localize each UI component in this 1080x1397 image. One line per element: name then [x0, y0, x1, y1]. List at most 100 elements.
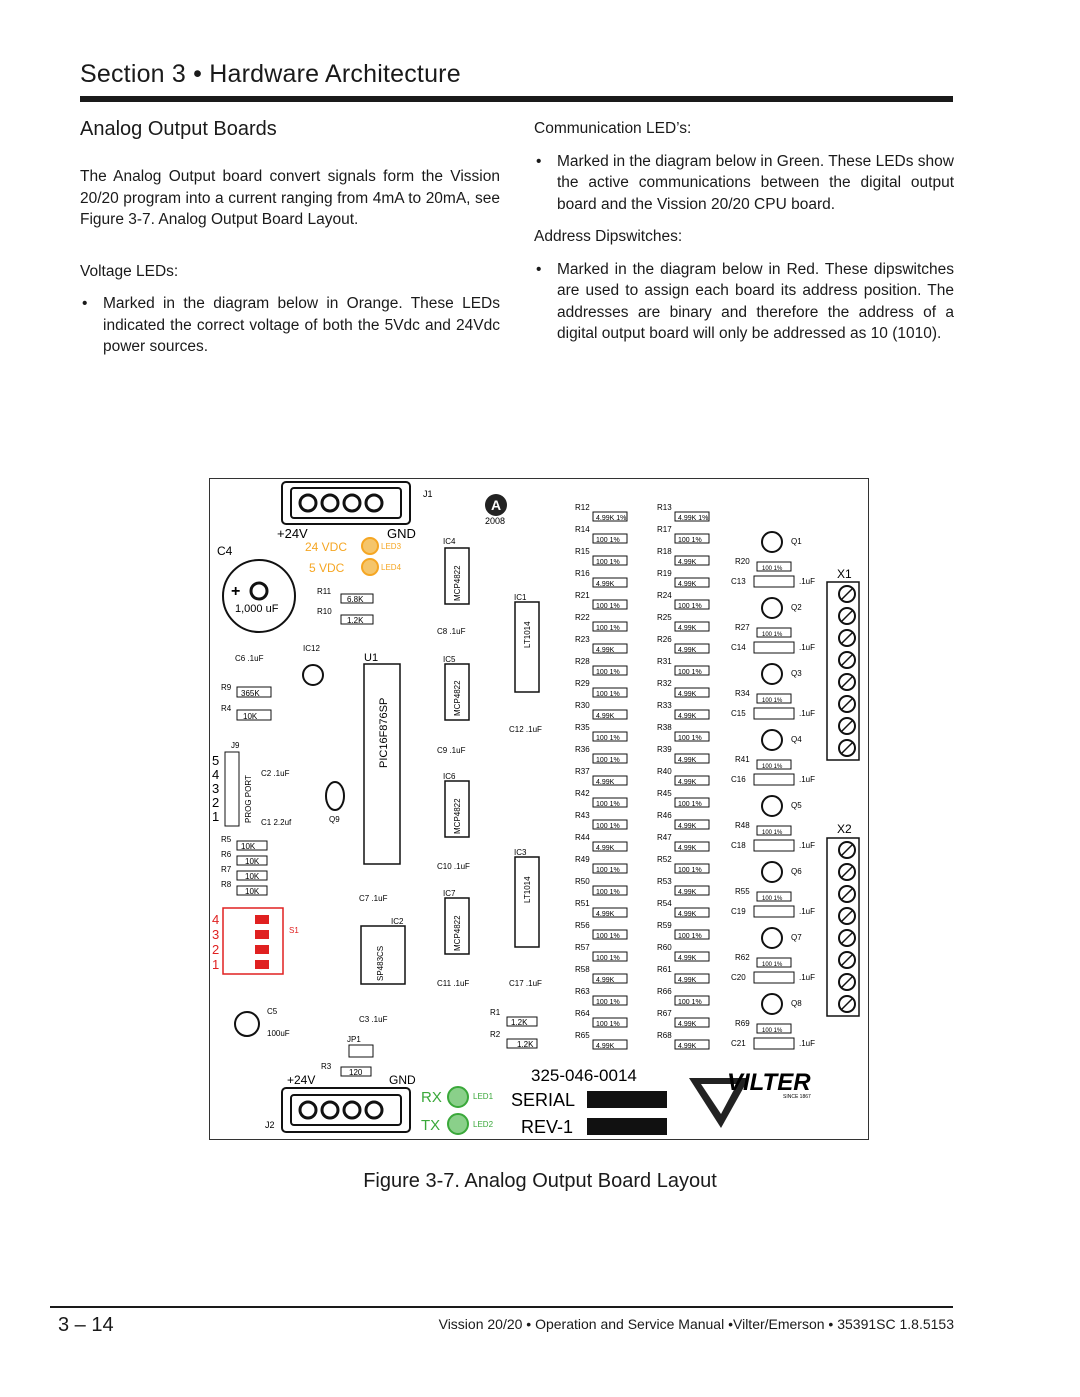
s1-label: S1: [289, 926, 299, 935]
col2-resistor-r25: [674, 621, 710, 632]
voltage-leds-bullet: Marked in the diagram below in Orange. T…: [80, 293, 500, 358]
col1-label-r42: R42: [575, 789, 590, 798]
col1-label-r14: R14: [575, 525, 590, 534]
col2-value-r59: 100 1%: [678, 933, 702, 940]
c4-plus: +: [231, 583, 240, 600]
col1-resistor-r58: [592, 973, 628, 984]
col1-label-r50: R50: [575, 877, 590, 886]
u1-label: U1: [364, 652, 378, 664]
section-header-title: Section 3 • Hardware Architecture: [80, 60, 461, 88]
r2-label: R2: [490, 1030, 501, 1039]
v5-label: 5 VDC: [309, 561, 345, 575]
v24-label: 24 VDC: [305, 540, 347, 554]
col2-value-r18: 4.99K: [678, 559, 697, 566]
year-label: 2008: [485, 516, 505, 526]
c17-label: C17 .1uF: [509, 979, 542, 988]
col1-value-r37: 4.99K: [596, 779, 615, 786]
col2-value-r26: 4.99K: [678, 647, 697, 654]
output-cap-value-c14: .1uF: [799, 643, 815, 652]
section-title: Analog Output Boards: [80, 118, 277, 140]
output-cap-value-c16: .1uF: [799, 775, 815, 784]
transistor-label-q8: Q8: [791, 999, 802, 1008]
part-number: 325-046-0014: [531, 1066, 637, 1085]
r7-label: R7: [221, 865, 232, 874]
col2-label-r61: R61: [657, 965, 672, 974]
col1-label-r58: R58: [575, 965, 590, 974]
col1-label-r16: R16: [575, 569, 590, 578]
pin-4: 4: [212, 767, 219, 782]
col2-value-r52: 100 1%: [678, 867, 702, 874]
col2-value-r31: 100 1%: [678, 669, 702, 676]
col1-value-r65: 4.99K: [596, 1043, 615, 1050]
col1-value-r29: 100 1%: [596, 691, 620, 698]
voltage-leds-label: Voltage LEDs:: [80, 262, 179, 280]
r3-value: 120: [349, 1068, 363, 1077]
col1-value-r12: 4.99K 1%: [596, 515, 626, 522]
ic3-label: IC3: [514, 848, 527, 857]
output-cap-value-c19: .1uF: [799, 907, 815, 916]
dip-switch-2: [255, 945, 269, 954]
col1-value-r57: 100 1%: [596, 955, 620, 962]
col2-resistor-r13: [674, 511, 710, 522]
col2-label-r19: R19: [657, 569, 672, 578]
led4-icon: [361, 558, 379, 576]
output-resistor-r27: [756, 627, 792, 638]
comm-leds-list: Marked in the diagram below in Green. Th…: [534, 151, 954, 216]
r8-resistor: [236, 885, 268, 896]
col1-value-r56: 100 1%: [596, 933, 620, 940]
col2-resistor-r45: [674, 797, 710, 808]
col1-resistor-r22: [592, 621, 628, 632]
terminal-slot: [840, 953, 854, 967]
col1-value-r28: 100 1%: [596, 669, 620, 676]
j1-connector: [281, 481, 411, 525]
transistor-icon-q1: [761, 531, 783, 553]
u1-chip: [363, 663, 401, 865]
ic2-part: SP483CS: [376, 946, 385, 981]
col1-label-r56: R56: [575, 921, 590, 930]
col2-label-r67: R67: [657, 1009, 672, 1018]
terminal-blocks: [826, 581, 860, 1017]
r11-label: R11: [317, 587, 332, 596]
c5-value: 100uF: [267, 1029, 290, 1038]
header-rule: [80, 96, 953, 102]
col2-resistor-r60: [674, 951, 710, 962]
col1-resistor-r51: [592, 907, 628, 918]
col1-label-r51: R51: [575, 899, 590, 908]
a-logo: [485, 494, 507, 516]
col2-label-r68: R68: [657, 1031, 672, 1040]
col2-resistor-r67: [674, 1017, 710, 1028]
col2-label-r17: R17: [657, 525, 672, 534]
output-cap-value-c20: .1uF: [799, 973, 815, 982]
col1-label-r43: R43: [575, 811, 590, 820]
output-cap-label-c16: C16: [731, 775, 746, 784]
terminal-slot: [840, 697, 854, 711]
col2-resistor-r17: [674, 533, 710, 544]
col1-resistor-r64: [592, 1017, 628, 1028]
c4-value: 1,000 uF: [235, 603, 279, 615]
terminal-slot: [840, 865, 854, 879]
col1-value-r50: 100 1%: [596, 889, 620, 896]
jp1-label: JP1: [347, 1035, 361, 1044]
j2-connector: [281, 1087, 411, 1133]
col1-resistor-r28: [592, 665, 628, 676]
col1-value-r21: 100 1%: [596, 603, 620, 610]
output-resistor-value-r55: 100 1%: [762, 896, 783, 902]
terminal-slot: [840, 843, 854, 857]
col1-label-r12: R12: [575, 503, 590, 512]
col1-label-r57: R57: [575, 943, 590, 952]
output-cap-label-c13: C13: [731, 577, 746, 586]
terminal-slot: [840, 631, 854, 645]
ic2-label: IC2: [391, 917, 404, 926]
footer-rule: [50, 1306, 953, 1308]
output-cap-c15: [753, 707, 795, 720]
led2-label: LED2: [473, 1120, 494, 1129]
col1-resistor-r12: [592, 511, 628, 522]
j9-label: J9: [231, 741, 240, 750]
j2-label: J2: [265, 1120, 275, 1130]
r7-value: 10K: [245, 872, 260, 881]
col2-value-r25: 4.99K: [678, 625, 697, 632]
terminal-slot: [840, 653, 854, 667]
col2-label-r59: R59: [657, 921, 672, 930]
terminal-slot: [840, 909, 854, 923]
